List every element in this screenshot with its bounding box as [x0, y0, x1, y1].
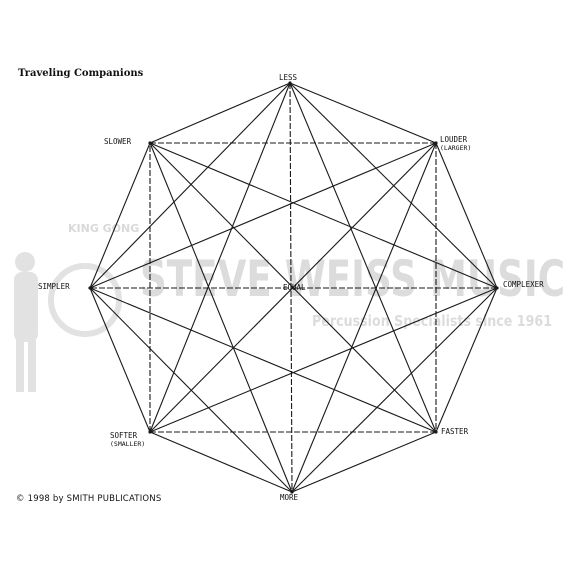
connector-line — [89, 287, 437, 433]
connector-line — [89, 287, 293, 493]
vertex-dot — [290, 490, 294, 494]
vertex-dot — [148, 430, 152, 434]
vertex-label-text: FASTER — [441, 427, 469, 436]
vertex-label-faster: FASTER — [441, 427, 469, 437]
vertex-label-louder: LOUDER (LARGER) — [440, 135, 472, 152]
vertex-label-text: COMPLEXER — [503, 280, 544, 289]
octagon-edge — [149, 82, 291, 144]
connector-line — [291, 142, 437, 493]
vertex-label-subtext: (LARGER) — [440, 143, 472, 152]
octagon-edge — [435, 287, 498, 433]
copyright-notice: © 1998 by SMITH PUBLICATIONS — [16, 494, 162, 504]
connector-line — [149, 142, 293, 493]
vertex-dot — [434, 141, 438, 145]
connector-line — [289, 82, 437, 433]
octagon-edge — [435, 142, 498, 289]
watermark-tagline: Percussion Specialists since 1961 — [312, 312, 552, 330]
vertex-label-text: LESS — [279, 73, 298, 82]
octagon-edge — [89, 142, 151, 289]
vertex-label-subtext: (SMALLER) — [110, 439, 146, 448]
vertex-label-softer: SOFTER (SMALLER) — [110, 431, 146, 448]
octagon-edge — [289, 82, 437, 144]
vertex-label-text: SIMPLER — [38, 282, 70, 291]
connector-line — [149, 142, 498, 289]
connector-line — [149, 142, 437, 433]
vertex-label-slower: SLOWER — [104, 137, 132, 147]
vertex-dot — [495, 286, 499, 290]
diagram-title: Traveling Companions — [18, 68, 144, 79]
vertex-label-complexer: COMPLEXER — [503, 280, 544, 290]
connector-line — [149, 287, 498, 433]
octagon-lines — [88, 81, 499, 494]
connector-line — [149, 82, 291, 433]
octagon-edge — [291, 431, 437, 493]
vertex-label-simpler: SIMPLER — [38, 282, 70, 292]
vertex-label-more: MORE — [280, 493, 299, 503]
octagon-edge — [89, 287, 151, 433]
connector-line — [89, 82, 291, 289]
vertex-dot — [148, 141, 152, 145]
watermark-brand-small: KING GONG — [68, 222, 139, 235]
watermark: KING GONG STEVE WEISS MUSIC Percussion S… — [14, 222, 565, 392]
center-label: EQUAL — [283, 283, 306, 292]
vertex-dot — [434, 430, 438, 434]
connector-line — [89, 142, 437, 289]
vertex-label-text: MORE — [280, 493, 299, 502]
vertex-label-text: LOUDER — [440, 135, 468, 144]
octagon-edge — [149, 431, 293, 493]
vertex-dot — [88, 286, 92, 290]
gong-player-logo — [14, 252, 122, 392]
vertex-dot — [288, 81, 292, 85]
vertex-label-text: SOFTER — [110, 431, 138, 440]
vertex-label-less: LESS — [279, 73, 298, 83]
vertex-label-text: SLOWER — [104, 137, 132, 146]
